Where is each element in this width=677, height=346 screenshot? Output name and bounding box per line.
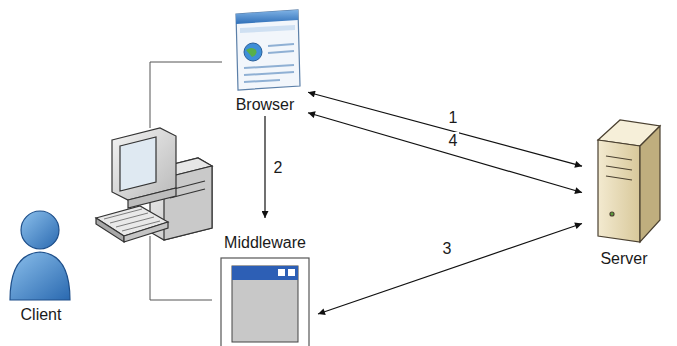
node-label: Client bbox=[21, 306, 62, 324]
wire bbox=[150, 236, 212, 300]
node-label: Server bbox=[600, 250, 647, 268]
step-number: 1 bbox=[447, 109, 460, 126]
node-label: Middleware bbox=[224, 234, 306, 252]
connector-arrow bbox=[308, 113, 582, 193]
browser-icon bbox=[236, 10, 300, 90]
middleware-node: Middleware bbox=[212, 218, 318, 346]
connector-arrow bbox=[318, 224, 582, 315]
browser-node: Browser bbox=[222, 8, 308, 116]
connector-arrow bbox=[264, 116, 265, 218]
step-number: 4 bbox=[447, 132, 460, 149]
computer-icon bbox=[96, 128, 212, 242]
node-label: Browser bbox=[236, 96, 295, 114]
client-node: Client bbox=[0, 198, 82, 326]
step-number: 3 bbox=[441, 240, 454, 257]
middleware-icon bbox=[221, 258, 309, 346]
step-number: 2 bbox=[272, 159, 285, 176]
server-icon bbox=[598, 120, 660, 242]
server-node: Server bbox=[582, 115, 666, 270]
wire bbox=[150, 62, 222, 128]
person-icon bbox=[10, 211, 70, 300]
connector-arrow bbox=[308, 92, 582, 166]
